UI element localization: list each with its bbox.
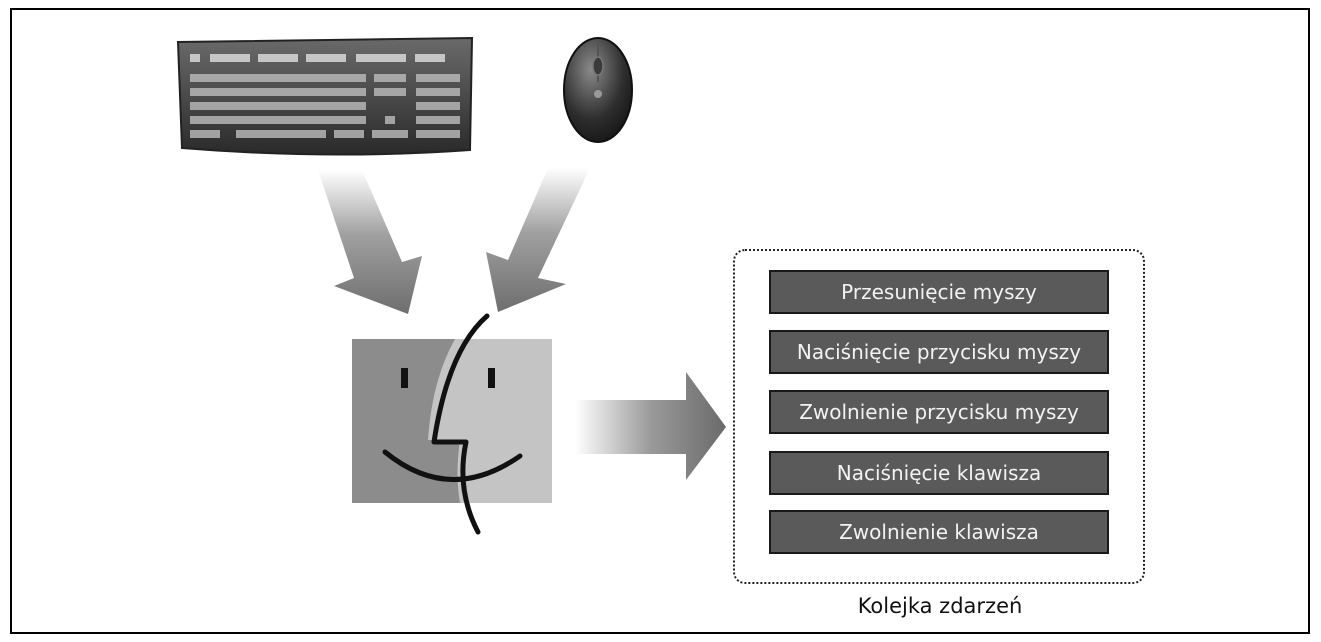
queue-caption: Kolejka zdarzeń <box>857 594 1023 618</box>
queue-event-mouse-move: Przesunięcie myszy <box>769 270 1109 314</box>
queue-event-mouse-down: Naciśnięcie przycisku myszy <box>769 330 1109 374</box>
queue-event-key-down: Naciśnięcie klawisza <box>769 451 1109 495</box>
arrow-system-to-queue <box>575 372 726 480</box>
arrow-mouse-to-system <box>486 168 590 312</box>
arrow-keyboard-to-system <box>318 170 422 314</box>
mouse-icon <box>563 37 633 143</box>
event-queue-box <box>733 249 1145 584</box>
queue-event-mouse-up: Zwolnienie przycisku myszy <box>769 390 1109 434</box>
finder-face-icon <box>352 313 552 535</box>
queue-event-key-up: Zwolnienie klawisza <box>769 510 1109 554</box>
keyboard-icon <box>176 36 474 156</box>
